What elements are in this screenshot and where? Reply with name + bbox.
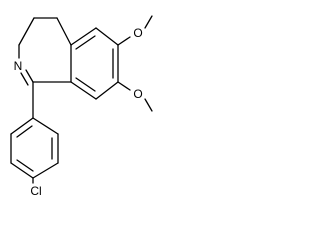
bond-o-upper-ch3	[144, 15, 153, 29]
bond-ar3-ar4-inner	[16, 159, 34, 172]
bond-c4-c4a	[56, 17, 72, 46]
bond-ar3-ar4	[10, 162, 34, 179]
bonds	[10, 15, 153, 184]
bond-c8-c8a-inner	[75, 77, 96, 92]
bond-n-c1	[25, 69, 34, 83]
structure-diagram: N O O Cl	[10, 15, 153, 198]
atom-label-chlorine: Cl	[30, 184, 41, 198]
bond-c7-o-lower	[117, 81, 131, 91]
bond-c3-c2	[18, 17, 35, 46]
bond-c4a-c5	[70, 27, 97, 46]
bond-c7-c8	[95, 81, 119, 100]
bond-o-lower-ch3	[144, 98, 153, 112]
bond-ar1-ar2-inner	[16, 125, 33, 138]
bond-ar4-ar5	[32, 162, 59, 179]
atom-label-nitrogen: N	[14, 59, 23, 73]
bond-c4a-c5-inner	[75, 35, 96, 50]
atom-label-oxygen-upper: O	[133, 26, 142, 40]
bond-c8-c8a	[70, 81, 97, 100]
bond-n-c1-double	[20, 72, 29, 86]
bond-c6-o-upper	[117, 36, 131, 46]
bond-ar6-ar1	[32, 117, 59, 135]
bond-c5-c6	[95, 27, 119, 46]
atom-labels: N O O Cl	[14, 26, 143, 198]
atom-label-oxygen-lower: O	[133, 87, 142, 101]
bond-ar1-ar2	[10, 117, 34, 135]
